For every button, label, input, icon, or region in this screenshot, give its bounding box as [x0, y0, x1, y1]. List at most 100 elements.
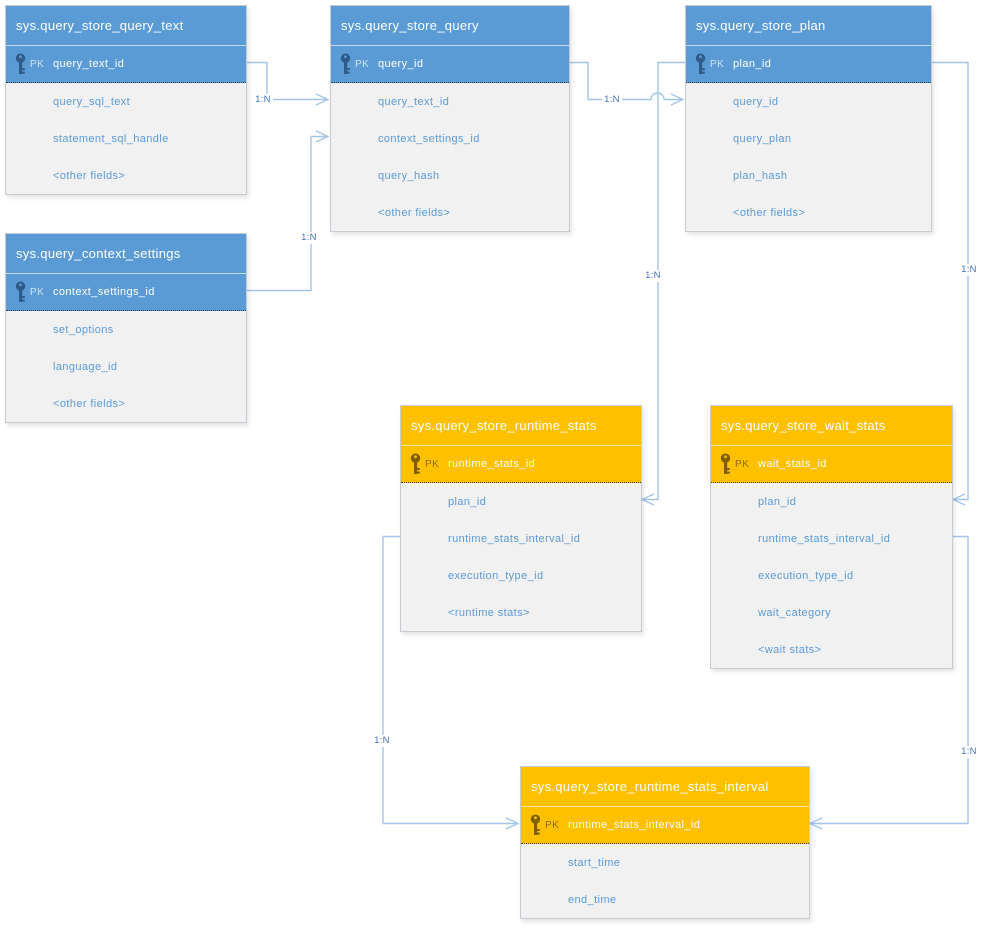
field-name: query_plan [733, 132, 792, 145]
table-title[interactable]: sys.query_store_plan [686, 6, 931, 46]
field-row[interactable]: <wait stats> [711, 631, 952, 668]
field-list: query_text_id context_settings_id query_… [331, 83, 569, 231]
field-row[interactable]: set_options [6, 311, 246, 348]
key-icon [719, 453, 733, 476]
field-row[interactable]: plan_hash [686, 157, 931, 194]
pk-field-name: query_text_id [53, 58, 125, 70]
pk-label: PK [30, 58, 45, 70]
pk-field-name: plan_id [733, 58, 772, 70]
field-row[interactable]: query_sql_text [6, 83, 246, 120]
cardinality-label: 1:N [372, 735, 392, 747]
pk-label: PK [710, 58, 725, 70]
field-name: <runtime stats> [448, 606, 530, 619]
pk-row[interactable]: PK query_text_id [6, 46, 246, 83]
pk-row[interactable]: PK plan_id [686, 46, 931, 83]
key-icon [14, 53, 28, 76]
field-list: query_sql_text statement_sql_handle <oth… [6, 83, 246, 194]
pk-label: PK [30, 286, 45, 298]
field-row[interactable]: plan_id [711, 483, 952, 520]
relationship-line-runtimestats-to-interval[interactable] [382, 535, 518, 824]
pk-label: PK [355, 58, 370, 70]
relationship-line-contextsettings-to-query[interactable] [245, 137, 328, 292]
cardinality-label: 1:N [299, 232, 319, 244]
pk-field-name: query_id [378, 58, 424, 70]
cardinality-label: 1:N [253, 94, 273, 106]
field-name: execution_type_id [448, 569, 544, 582]
field-row[interactable]: wait_category [711, 594, 952, 631]
entity-query-store-runtime-stats-interval[interactable]: sys.query_store_runtime_stats_interval P… [520, 766, 810, 919]
table-title[interactable]: sys.query_store_query_text [6, 6, 246, 46]
field-name: <other fields> [733, 206, 806, 219]
field-name: runtime_stats_interval_id [448, 532, 581, 545]
field-row[interactable]: execution_type_id [401, 557, 641, 594]
field-list: start_time end_time [521, 844, 809, 918]
pk-row[interactable]: PK runtime_stats_interval_id [521, 807, 809, 844]
field-row[interactable]: <other fields> [6, 385, 246, 422]
field-row[interactable]: runtime_stats_interval_id [401, 520, 641, 557]
field-row[interactable]: query_text_id [331, 83, 569, 120]
field-name: plan_id [448, 495, 487, 508]
entity-query-store-plan[interactable]: sys.query_store_plan PK plan_id query_id… [685, 5, 932, 232]
field-row[interactable]: query_hash [331, 157, 569, 194]
field-name: language_id [53, 360, 118, 373]
field-row[interactable]: <other fields> [686, 194, 931, 231]
entity-query-context-settings[interactable]: sys.query_context_settings PK context_se… [5, 233, 247, 423]
field-name: <other fields> [378, 206, 451, 219]
pk-row[interactable]: PK wait_stats_id [711, 446, 952, 483]
relationship-line-querytext-to-query[interactable] [245, 61, 328, 100]
table-title[interactable]: sys.query_store_wait_stats [711, 406, 952, 446]
key-icon [694, 53, 708, 76]
field-row[interactable]: statement_sql_handle [6, 120, 246, 157]
table-title[interactable]: sys.query_store_runtime_stats [401, 406, 641, 446]
field-row[interactable]: query_plan [686, 120, 931, 157]
field-name: query_hash [378, 169, 440, 182]
field-name: statement_sql_handle [53, 132, 169, 145]
relationship-line-plan-to-waitstats[interactable] [930, 61, 969, 500]
field-row[interactable]: plan_id [401, 483, 641, 520]
field-list: plan_id runtime_stats_interval_id execut… [711, 483, 952, 668]
key-icon [529, 814, 543, 837]
table-title[interactable]: sys.query_store_runtime_stats_interval [521, 767, 809, 807]
pk-field-name: wait_stats_id [758, 458, 827, 470]
entity-query-store-wait-stats[interactable]: sys.query_store_wait_stats PK wait_stats… [710, 405, 953, 669]
table-title[interactable]: sys.query_store_query [331, 6, 569, 46]
pk-field-name: runtime_stats_interval_id [568, 819, 701, 831]
field-name: runtime_stats_interval_id [758, 532, 891, 545]
field-row[interactable]: query_id [686, 83, 931, 120]
cardinality-label: 1:N [602, 94, 622, 106]
pk-label: PK [545, 819, 560, 831]
field-name: plan_hash [733, 169, 788, 182]
pk-field-name: runtime_stats_id [448, 458, 536, 470]
field-name: context_settings_id [378, 132, 480, 145]
entity-query-store-query[interactable]: sys.query_store_query PK query_id query_… [330, 5, 570, 232]
relationship-line-waitstats-to-interval[interactable] [810, 535, 969, 824]
relationship-line-query-to-plan[interactable] [568, 61, 683, 100]
field-name: query_sql_text [53, 95, 131, 108]
field-row[interactable]: start_time [521, 844, 809, 881]
field-list: set_options language_id <other fields> [6, 311, 246, 422]
entity-query-store-runtime-stats[interactable]: sys.query_store_runtime_stats PK runtime… [400, 405, 642, 632]
pk-row[interactable]: PK runtime_stats_id [401, 446, 641, 483]
table-title[interactable]: sys.query_context_settings [6, 234, 246, 274]
field-row[interactable]: language_id [6, 348, 246, 385]
field-name: plan_id [758, 495, 797, 508]
field-name: <other fields> [53, 169, 126, 182]
field-name: end_time [568, 893, 617, 906]
field-name: start_time [568, 856, 621, 869]
field-name: query_text_id [378, 95, 450, 108]
pk-row[interactable]: PK query_id [331, 46, 569, 83]
key-icon [409, 453, 423, 476]
pk-label: PK [425, 458, 440, 470]
entity-query-store-query-text[interactable]: sys.query_store_query_text PK query_text… [5, 5, 247, 195]
field-row[interactable]: end_time [521, 881, 809, 918]
field-name: execution_type_id [758, 569, 854, 582]
field-row[interactable]: <other fields> [331, 194, 569, 231]
field-list: plan_id runtime_stats_interval_id execut… [401, 483, 641, 631]
field-row[interactable]: execution_type_id [711, 557, 952, 594]
cardinality-label: 1:N [959, 746, 979, 758]
field-row[interactable]: context_settings_id [331, 120, 569, 157]
field-row[interactable]: runtime_stats_interval_id [711, 520, 952, 557]
field-row[interactable]: <runtime stats> [401, 594, 641, 631]
pk-row[interactable]: PK context_settings_id [6, 274, 246, 311]
field-row[interactable]: <other fields> [6, 157, 246, 194]
